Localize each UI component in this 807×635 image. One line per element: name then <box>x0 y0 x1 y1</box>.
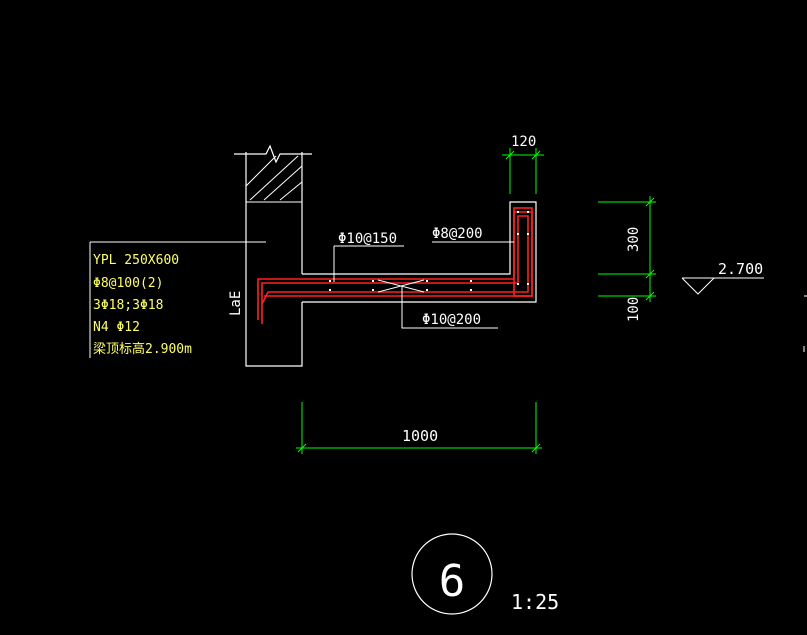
beam-section <box>234 144 312 367</box>
cross-mark <box>377 279 425 293</box>
beam-note: YPL 250X600 Φ8@100(2) 3Φ18;3Φ18 N4 Φ12 梁… <box>89 242 192 358</box>
anchorage-label: LaE <box>228 291 244 316</box>
detail-scale: 1:25 <box>511 590 559 614</box>
beam-note-line2: Φ8@100(2) <box>93 276 163 291</box>
bottom-distribution-label: Φ10@200 <box>422 312 481 328</box>
beam-note-line4: N4 Φ12 <box>93 320 140 335</box>
leader-lines <box>90 241 514 329</box>
beam-hatch <box>245 155 303 203</box>
dim-upturn-width-text: 120 <box>511 134 536 150</box>
elevation-text: 2.700 <box>718 260 763 278</box>
detail-circle <box>411 533 493 615</box>
slab-outline <box>302 201 537 303</box>
beam-note-line3: 3Φ18;3Φ18 <box>93 298 163 313</box>
detail-number: 6 <box>439 556 466 607</box>
dim-vertical <box>598 196 656 302</box>
upturn-stirrup <box>513 207 533 297</box>
beam-note-line5: 梁顶标高2.900m <box>93 341 192 357</box>
rebar-dots <box>329 211 529 291</box>
slab-top-bar-inner <box>261 215 529 324</box>
dim-slab-thickness-text: 100 <box>626 297 642 322</box>
slab-top-bar <box>257 211 533 320</box>
dim-upturn-width <box>502 148 544 194</box>
top-distribution-label: Φ10@150 <box>338 231 397 247</box>
dim-slab-length-text: 1000 <box>402 427 438 445</box>
dim-upturn-height-text: 300 <box>626 227 642 252</box>
rebar-group <box>257 207 533 324</box>
elevation-mark <box>681 277 764 295</box>
beam-note-line1: YPL 250X600 <box>93 253 179 268</box>
dim-slab-length <box>296 402 542 454</box>
edge-stirrup-label: Φ8@200 <box>432 226 483 242</box>
